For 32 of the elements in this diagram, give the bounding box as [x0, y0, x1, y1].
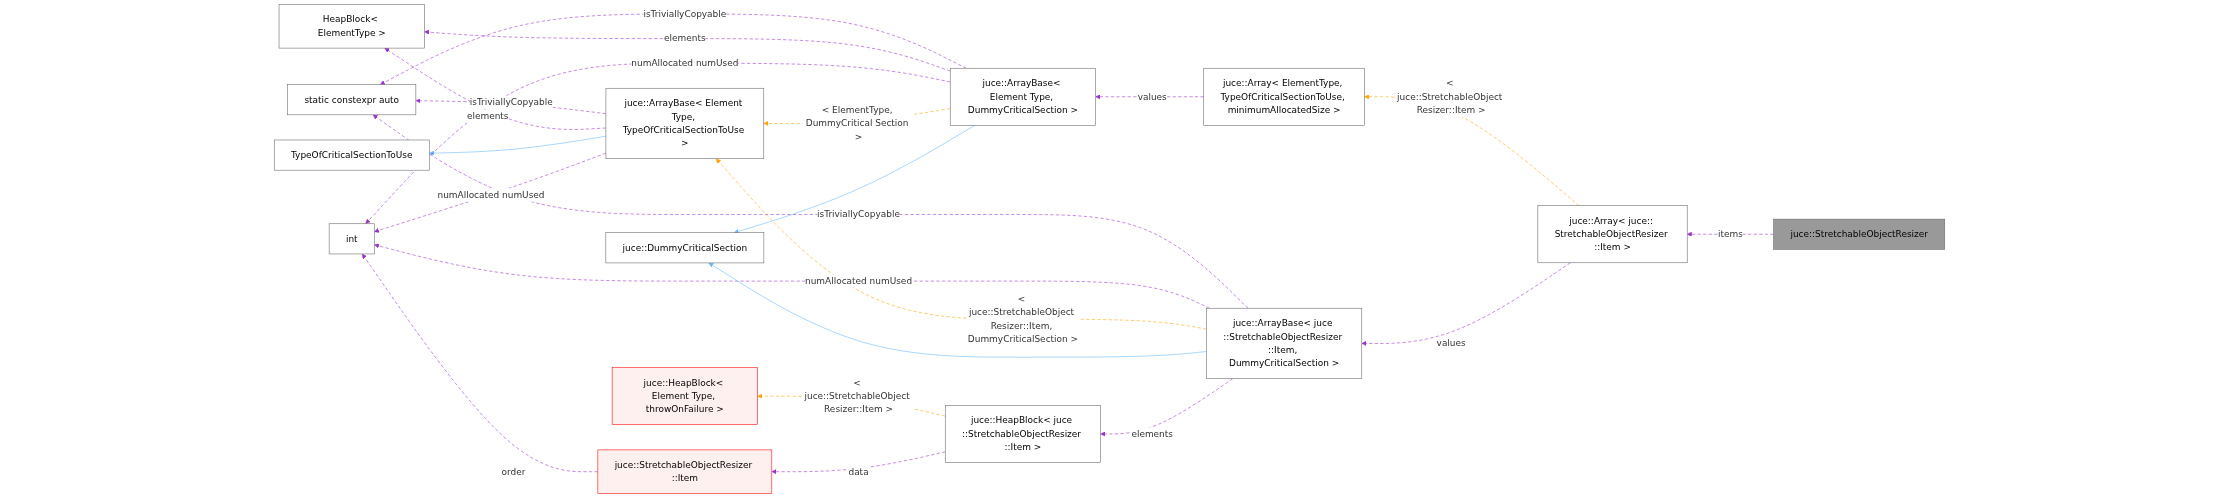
node-box: static constexpr auto [287, 84, 417, 116]
edge-label: values [1137, 91, 1167, 102]
edge-label: isTriviallyCopyable [643, 8, 727, 20]
node-box: juce::DummyCriticalSection [605, 232, 765, 264]
node-box: juce::Array< ElementType, TypeOfCriticalSectionToUse, minimumAllocatedSize > [1203, 67, 1365, 126]
edge-label: isTriviallyCopyable [817, 208, 900, 220]
edge-label: < juce::StretchableObject Resizer::Item, DummyCriticalSection > [967, 293, 1079, 345]
node-box: int [328, 223, 375, 255]
node-box: HeapBlock< ElementType > [278, 4, 425, 49]
edge-label: order [501, 466, 526, 477]
edge-label: data [848, 466, 869, 477]
edge-label: numAllocated numUsed [437, 189, 545, 200]
edge-label: items [1717, 228, 1743, 240]
edge-label: elements [664, 33, 706, 44]
node-box: juce::StretchableObjectResizer [1773, 218, 1946, 250]
edge-label: elements [1131, 428, 1173, 439]
edge-label: isTriviallyCopyable [469, 96, 553, 108]
edge-label: values [1436, 337, 1466, 349]
edge-label: numAllocated numUsed [631, 57, 739, 69]
node-box: TypeOfCriticalSectionToUse [273, 139, 430, 171]
edge-label: < juce::StretchableObject Resizer::Item > [1397, 77, 1503, 116]
edge-label: < juce::StretchableObject Resizer::Item > [804, 377, 910, 415]
edge-label: numAllocated numUsed [805, 275, 913, 287]
node-box: juce::ArrayBase< juce ::StretchableObjectResizer ::Item, DummyCriticalSection > [1206, 307, 1363, 379]
node-box: juce::Array< juce:: StretchableObjectResizer ::Item > [1537, 205, 1688, 264]
edge-label: elements [466, 110, 509, 122]
edge-label: < ElementType, DummyCritical Section > [805, 104, 909, 142]
node-box: juce::HeapBlock< juce ::StretchableObjectResizer ::Item > [944, 405, 1101, 463]
node-box: juce::ArrayBase< Element Type, DummyCriticalSection > [949, 67, 1096, 126]
node-box: juce::ArrayBase< Element Type, TypeOfCriticalSectionToUse > [605, 87, 765, 159]
node-box: juce::StretchableObjectResizer ::Item [597, 449, 773, 494]
node-box: juce::HeapBlock< Element Type, throwOnFailure > [611, 367, 758, 425]
